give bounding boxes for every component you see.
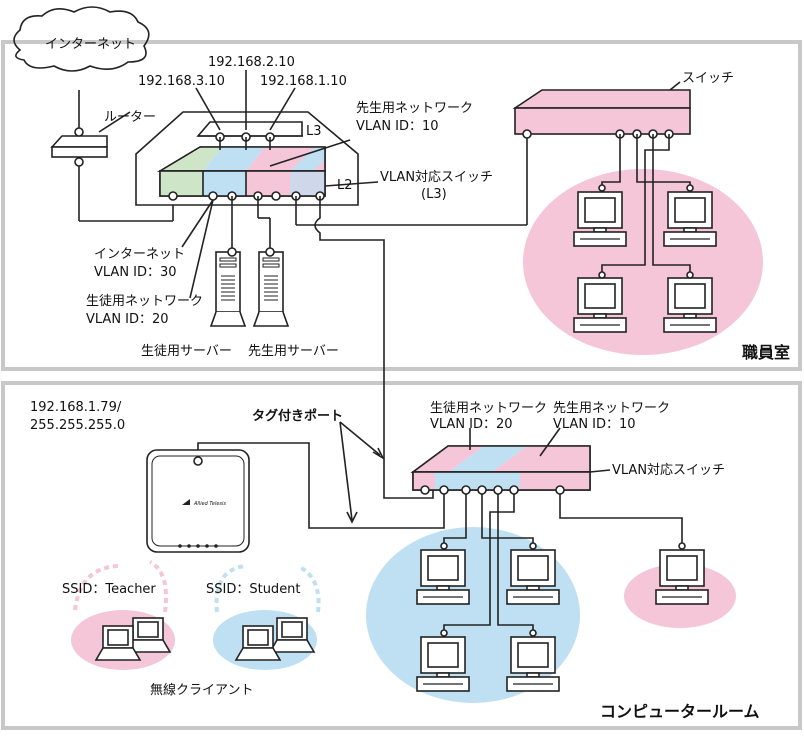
internet-vlan-name: インターネット: [94, 247, 185, 262]
l3-teacher-vlan: VLAN ID：10: [356, 119, 439, 134]
student-pc-3: [416, 636, 470, 692]
l3-switch-sub: (L3): [421, 187, 447, 202]
staff-pc-1: [573, 191, 627, 247]
teacher-pc: [655, 549, 709, 605]
l2-tag: L2: [337, 178, 353, 193]
student-pc-4: [506, 636, 560, 692]
ap-mask: 255.255.255.0: [30, 418, 125, 433]
teacher-laptop-front: [95, 625, 141, 661]
teacher-server: [253, 251, 289, 327]
student-ssid-arc: [214, 564, 246, 613]
student-vlan-label: VLAN ID：20: [86, 312, 169, 327]
cr-teacher-vlan: VLAN ID：10: [553, 417, 636, 432]
access-point: [146, 449, 250, 553]
ip-label-1: 192.168.1.10: [260, 74, 347, 89]
router-top: [50, 135, 108, 148]
ip-label-2: 192.168.2.10: [208, 55, 295, 70]
ssid-teacher: SSID：Teacher: [62, 582, 156, 597]
student-pc-1: [416, 549, 470, 605]
student-laptop-back: [269, 617, 315, 653]
student-laptop-front: [235, 625, 281, 661]
computer-room-frame: [1, 381, 802, 730]
wireless-clients-label: 無線クライアント: [150, 682, 253, 698]
staff-switch: [514, 107, 691, 135]
l3-tag: L3: [306, 124, 322, 139]
l3-teacher-net: 先生用ネットワーク: [356, 101, 473, 116]
staff-pc-zone: [523, 169, 763, 355]
teacher-server-label: 先生用サーバー: [248, 344, 339, 359]
internet-vlan-id: VLAN ID：30: [94, 265, 177, 280]
router-body: [51, 146, 108, 158]
cr-student-net: 生徒用ネットワーク: [430, 401, 547, 416]
l3-switch-name: VLAN対応スイッチ: [380, 170, 493, 185]
router-label: ルーター: [104, 110, 156, 125]
l3-module: [196, 121, 303, 137]
ap-brand: Allied Telesis: [193, 501, 226, 507]
cr-teacher-net: 先生用ネットワーク: [553, 401, 670, 416]
cr-student-vlan: VLAN ID：20: [430, 417, 513, 432]
staff-room-name: 職員室: [742, 343, 790, 362]
ssid-student: SSID：Student: [206, 582, 301, 597]
internet-cloud: [13, 6, 150, 72]
student-pc-2: [506, 549, 560, 605]
student-net-label: 生徒用ネットワーク: [86, 294, 203, 309]
student-ssid-arc-right: [297, 564, 321, 613]
student-server-label: 生徒用サーバー: [141, 344, 232, 359]
staff-switch-label: スイッチ: [682, 71, 734, 86]
ip-label-3: 192.168.3.10: [138, 74, 225, 89]
l2-switch: [159, 170, 326, 197]
tagged-port-label: タグ付きポート: [252, 408, 343, 424]
staff-pc-4: [663, 277, 717, 333]
staff-pc-2: [663, 191, 717, 247]
cloud-label: インターネット: [45, 37, 136, 52]
ap-ip: 192.168.1.79/: [30, 400, 122, 415]
staff-pc-3: [573, 277, 627, 333]
student-server: [210, 251, 246, 327]
cr-switch-name: VLAN対応スイッチ: [612, 463, 725, 478]
staff-room-frame: [1, 40, 802, 371]
computer-room-name: コンピュータールーム: [600, 702, 760, 721]
